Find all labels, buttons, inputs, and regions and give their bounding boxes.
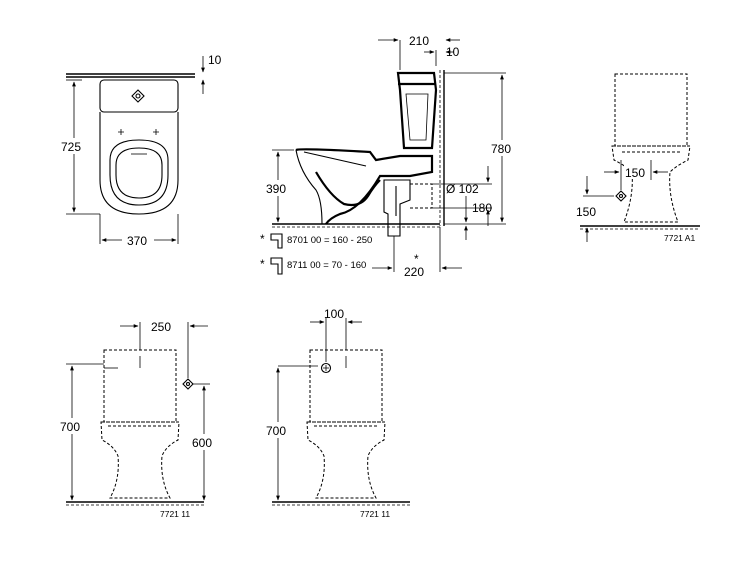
dim-outlet-distance-220: 220 bbox=[404, 265, 424, 279]
dim-inlet-height-600: 600 bbox=[192, 436, 212, 450]
fitting-8701: 8701 00 = 160 - 250 bbox=[287, 235, 372, 246]
dim-11b-height-700: 700 bbox=[266, 424, 286, 438]
dim-offset-100: 100 bbox=[324, 307, 344, 321]
dim-offset-250: 250 bbox=[151, 320, 171, 334]
dim-a1-width-150: 150 bbox=[625, 166, 645, 180]
dim-11a-height-700: 700 bbox=[60, 420, 80, 434]
dim-pipe-height-180: 180 bbox=[472, 201, 492, 215]
model-7721-11-b: 7721 11 bbox=[360, 509, 390, 519]
dim-a1-height-150: 150 bbox=[576, 205, 596, 219]
side-view: 210 10 780 390 Ø 102 180 220 * * bbox=[260, 34, 518, 279]
asterisk-dim: * bbox=[414, 252, 419, 266]
fitting-8711: 8711 00 = 70 - 160 bbox=[287, 260, 366, 271]
model-7721-11-a: 7721 11 bbox=[160, 509, 190, 519]
dim-pipe-diameter: Ø 102 bbox=[446, 182, 479, 196]
asterisk-fitting-1: * bbox=[260, 232, 265, 246]
dim-edge-10: 10 bbox=[208, 53, 222, 67]
dim-width-370: 370 bbox=[127, 234, 147, 248]
front-view-a1: 150 150 7721 A1 bbox=[574, 73, 700, 243]
front-view-11a: 250 700 600 7721 11 bbox=[58, 320, 220, 519]
dim-total-height-780: 780 bbox=[491, 142, 511, 156]
dim-tank-offset-210: 210 bbox=[409, 34, 429, 48]
dim-edge-side-10: 10 bbox=[446, 45, 460, 59]
dim-height-390: 390 bbox=[266, 182, 286, 196]
asterisk-fitting-2: * bbox=[260, 257, 265, 271]
front-view-11b: 100 700 7721 11 bbox=[264, 307, 410, 519]
dim-depth-725: 725 bbox=[61, 140, 81, 154]
model-7721-a1: 7721 A1 bbox=[664, 233, 695, 243]
top-view: 725 370 10 bbox=[58, 53, 222, 248]
